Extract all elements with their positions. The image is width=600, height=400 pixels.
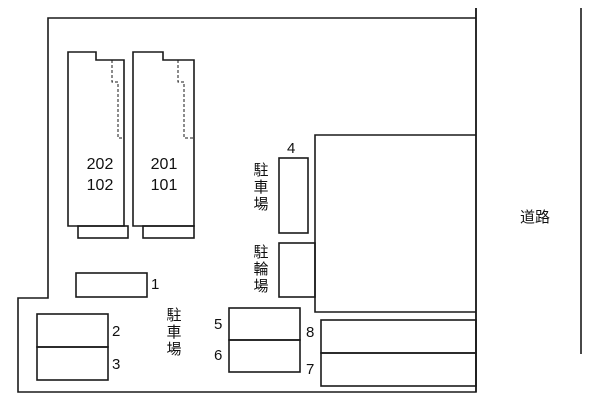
bicycle-parking-label: 駐輪場 (253, 244, 269, 295)
parking-number-2: 2 (112, 323, 121, 340)
parking-space-4-box (278, 157, 309, 234)
parking-number-3: 3 (112, 356, 121, 373)
parking-number-8: 8 (306, 324, 315, 341)
parking-space-8-box (320, 319, 477, 354)
road-label: 道路 (520, 209, 551, 226)
parking-space-7-box (320, 352, 477, 387)
parking-label-upper: 駐車場 (253, 162, 269, 213)
parking-space-6-box (228, 339, 301, 373)
building-202-102 (67, 51, 125, 227)
unit-label-101: 101 (150, 177, 178, 194)
building-202-102-step (77, 225, 129, 239)
unit-label-202: 202 (86, 156, 114, 173)
site-boundary (17, 8, 477, 393)
balcony-201-dashed (177, 60, 194, 139)
parking-space-1-box (75, 272, 148, 298)
balcony-202-dashed (111, 60, 124, 139)
parking-number-5: 5 (214, 316, 223, 333)
parking-label-lower: 駐車場 (166, 307, 182, 358)
parking-space-3-box (36, 346, 109, 381)
building-201-101-step (142, 225, 195, 239)
bicycle-parking-box (278, 242, 316, 298)
unit-label-102: 102 (86, 177, 114, 194)
neighbour-building (314, 134, 476, 313)
parking-space-5-box (228, 307, 301, 341)
parking-number-7: 7 (306, 361, 315, 378)
parking-number-4: 4 (287, 140, 296, 157)
parking-number-1: 1 (151, 276, 160, 293)
unit-label-201: 201 (150, 156, 178, 173)
parking-number-6: 6 (214, 347, 223, 364)
parking-space-2-box (36, 313, 109, 348)
building-201-101 (132, 51, 195, 227)
